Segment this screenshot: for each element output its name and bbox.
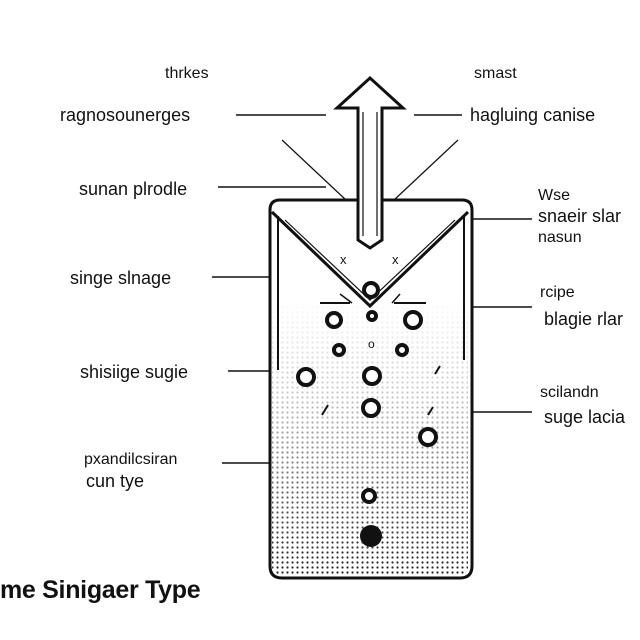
bottom-sediment <box>360 525 382 547</box>
label-left-3: singe slnage <box>70 268 172 288</box>
bubble <box>395 343 409 357</box>
container-outline <box>268 198 474 580</box>
figure-title: me Sinigaer Type <box>0 576 201 604</box>
shelf-tick-left <box>339 293 353 304</box>
label-top-left: thrkes <box>165 65 209 82</box>
label-right-4-line-2: suge lacia <box>544 407 626 427</box>
guide-line-left <box>281 139 347 201</box>
bubble <box>296 367 316 387</box>
label-right-2-line-3: nasun <box>538 229 582 246</box>
label-right-3-line-2: blagie rlar <box>544 309 624 329</box>
bubble <box>332 343 346 357</box>
up-arrow <box>333 75 407 250</box>
bubble <box>403 310 423 330</box>
bubble <box>362 366 382 386</box>
label-right-3-line-1: rcipe <box>540 284 575 301</box>
label-left-2: sunan plrodle <box>79 179 188 199</box>
bubble <box>361 398 381 418</box>
bubble <box>325 311 343 329</box>
label-right-2-line-1: Wse <box>538 187 570 204</box>
speck <box>434 365 441 375</box>
label-left-5-line-1: pxandilcsiran <box>84 451 178 468</box>
label-left-5-line-2: cun tye <box>86 471 145 491</box>
speck <box>427 406 434 416</box>
guide-line-right <box>393 139 459 201</box>
label-right-1: hagluing canise <box>470 105 596 125</box>
funnel-v-inner <box>284 219 456 301</box>
bubble <box>361 488 377 504</box>
bubble <box>418 427 438 447</box>
label-left-1: ragnosounerges <box>60 105 191 125</box>
label-left-4: shisiige sugie <box>80 362 189 382</box>
label-top-right: smast <box>474 65 517 82</box>
shelf-tick-right <box>391 293 401 304</box>
bubble <box>366 310 378 322</box>
label-right-4-line-1: scilandn <box>540 384 599 401</box>
bubble <box>362 281 380 299</box>
speck <box>321 404 329 416</box>
marker-x-right: x <box>392 252 399 267</box>
marker-o: o <box>368 337 375 351</box>
funnel-v <box>270 210 470 309</box>
marker-x-left: x <box>340 252 347 267</box>
label-right-2-line-2: snaeir slar <box>538 206 622 226</box>
bubbles <box>296 281 438 504</box>
